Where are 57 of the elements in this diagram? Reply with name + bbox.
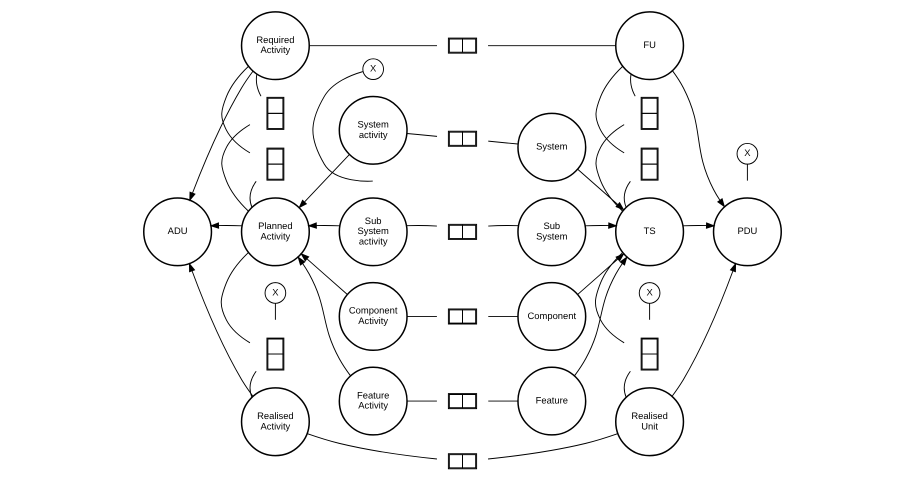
arrow: [188, 262, 253, 397]
connector: [308, 45, 437, 46]
node-circle: Sub System activity: [338, 197, 408, 266]
node-circle: Component Activity: [338, 282, 408, 352]
connector: [487, 225, 518, 227]
node-circle: X: [736, 142, 758, 165]
arrow: [188, 70, 253, 202]
arrow: [296, 256, 350, 376]
arrow: [576, 253, 624, 295]
connector: [746, 164, 748, 182]
node-circle: System activity: [338, 96, 408, 165]
arrow: [682, 222, 715, 229]
node-circle: X: [362, 58, 384, 80]
node-circle: Component: [516, 282, 586, 352]
node-circle: Feature Activity: [338, 366, 408, 436]
arrow: [574, 256, 628, 376]
connector: [487, 140, 518, 144]
connector: [406, 133, 438, 137]
connector: [220, 124, 250, 212]
connector: [220, 66, 250, 154]
node-circle: Required Activity: [240, 11, 310, 80]
connector: [249, 370, 256, 398]
arrow: [306, 222, 340, 229]
connector: [255, 74, 261, 97]
connector: [487, 316, 518, 317]
node-circle: Realised Activity: [240, 387, 310, 456]
arrow: [672, 70, 725, 208]
node-circle: Sub System: [516, 197, 586, 266]
arrow: [584, 222, 618, 229]
node-circle: FU: [614, 11, 684, 80]
node-circle: X: [638, 282, 660, 304]
connector: [220, 252, 250, 344]
arrow: [209, 222, 242, 229]
connector: [648, 302, 650, 320]
connector: [623, 370, 630, 398]
connector: [406, 316, 437, 317]
connector: [487, 400, 518, 402]
node-circle: X: [264, 282, 286, 304]
node-circle: ADU: [142, 197, 212, 266]
connector: [406, 225, 437, 227]
connector: [487, 45, 616, 46]
connector: [623, 180, 630, 208]
node-circle: Realised Unit: [614, 387, 684, 456]
connector: [274, 302, 276, 320]
connector: [487, 433, 618, 460]
connector: [594, 252, 624, 344]
node-circle: Feature: [516, 366, 586, 436]
connector: [595, 66, 624, 154]
arrow: [671, 262, 736, 397]
connector: [312, 71, 373, 182]
arrow: [300, 252, 348, 295]
arrow: [298, 154, 350, 209]
node-circle: System: [516, 112, 586, 182]
connector: [306, 433, 437, 460]
connector: [630, 74, 636, 97]
connector: [249, 180, 256, 208]
connector: [406, 400, 437, 402]
